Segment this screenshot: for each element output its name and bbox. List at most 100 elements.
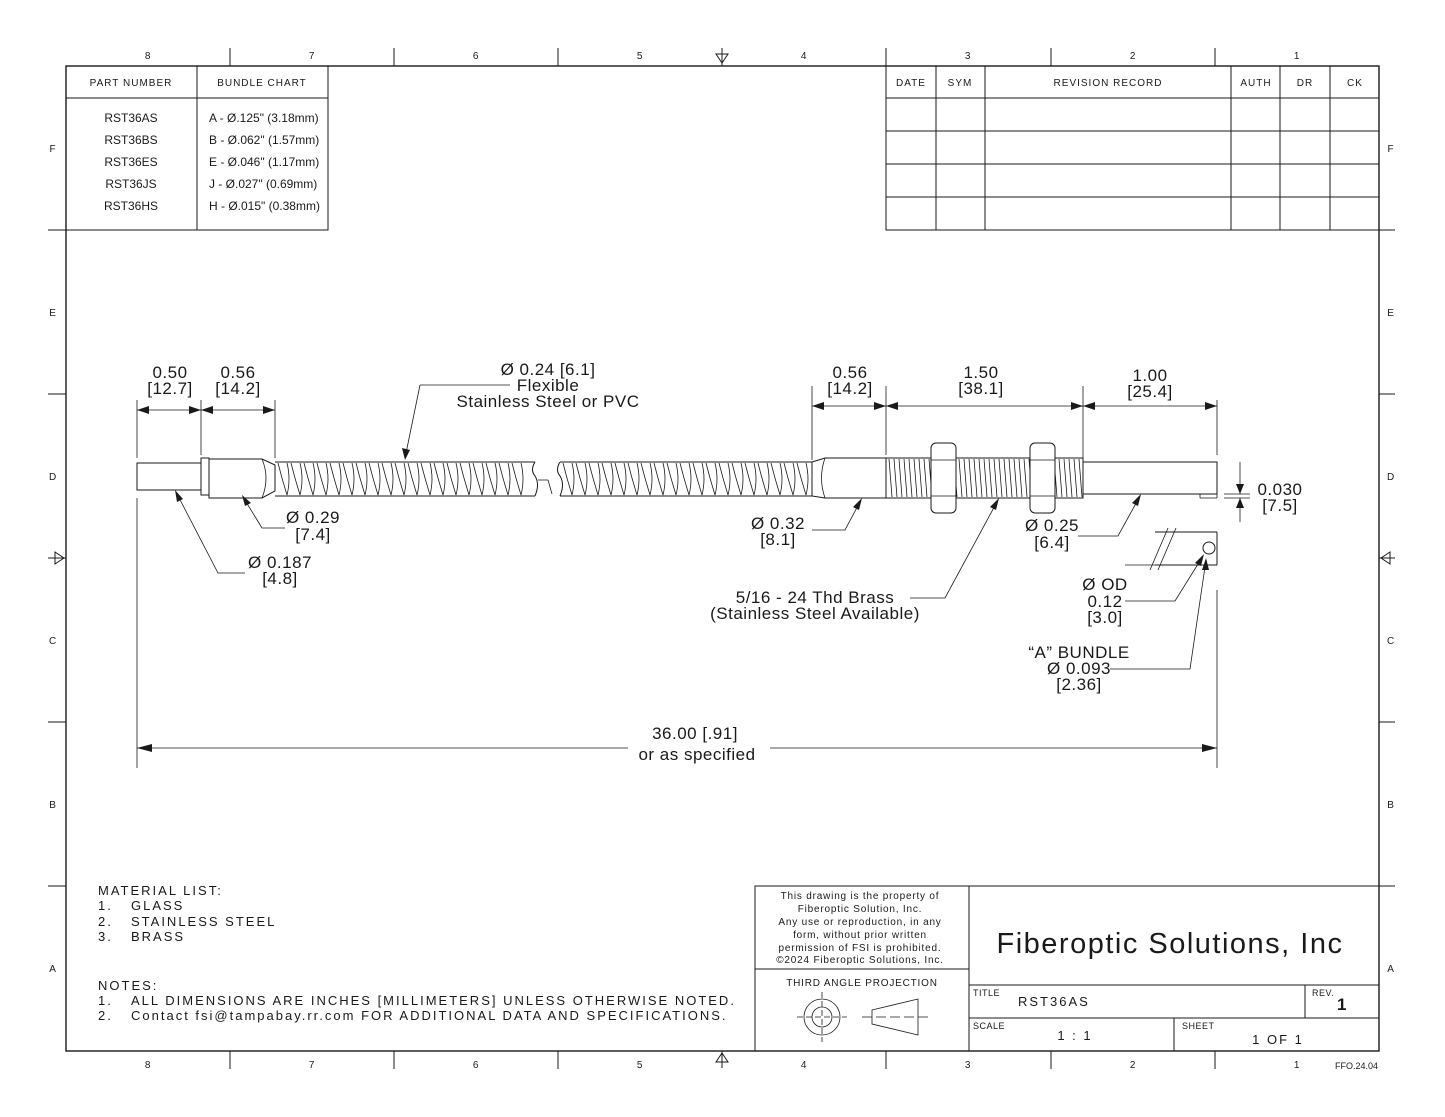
material-num: 2. xyxy=(98,914,113,929)
col-label-bottom: 2 xyxy=(1130,1060,1136,1071)
property-line: form, without prior written xyxy=(793,930,927,941)
thread-line xyxy=(973,458,978,498)
property-line: This drawing is the property of xyxy=(781,891,940,902)
thread-line xyxy=(1073,458,1078,498)
sheath-wrap xyxy=(796,462,809,496)
row-label-left: B xyxy=(49,800,56,811)
auth-header: AUTH xyxy=(1240,78,1271,89)
dim-032-mm: [8.1] xyxy=(760,530,796,549)
overall-length-note: or as specified xyxy=(638,745,755,764)
thread-line xyxy=(988,458,993,498)
thread-line xyxy=(908,458,913,498)
border-frame xyxy=(48,48,1395,1069)
ferrule-collar xyxy=(200,457,210,496)
col-label-bottom: 4 xyxy=(801,1060,807,1071)
property-line: permission of FSI is prohibited. xyxy=(779,943,942,954)
part-number-cell: RST36HS xyxy=(104,199,158,213)
material-item: STAINLESS STEEL xyxy=(131,914,276,929)
thread-line xyxy=(958,458,963,498)
drawing-title: RST36AS xyxy=(1018,994,1090,1009)
dimension-lines xyxy=(136,384,1250,768)
sheath-wrap xyxy=(485,462,498,496)
sheath-wrap xyxy=(653,462,666,496)
revision-record-header: REVISION RECORD xyxy=(1054,78,1163,89)
bundle-label: “A” BUNDLE xyxy=(1028,643,1129,662)
dim-100-mm: [25.4] xyxy=(1127,382,1173,401)
thread-line xyxy=(1078,458,1083,498)
part-number-header: PART NUMBER xyxy=(90,78,173,89)
note-item: Contact fsi@tampabay.rr.com FOR ADDITION… xyxy=(131,1008,728,1023)
sheath-wrap xyxy=(718,462,731,496)
projection-label: THIRD ANGLE PROJECTION xyxy=(786,978,938,989)
sheath-wrap xyxy=(770,462,783,496)
sheath-wrap xyxy=(329,462,342,496)
col-label-top: 1 xyxy=(1294,51,1300,62)
col-label-top: 5 xyxy=(637,51,643,62)
sheath-wrap xyxy=(679,462,692,496)
col-label-bottom: 3 xyxy=(965,1060,971,1071)
sheath-wrap xyxy=(316,462,329,496)
thread-line xyxy=(983,458,988,498)
dim-029: Ø 0.29 xyxy=(286,508,340,527)
od-value: 0.12 xyxy=(1087,592,1122,611)
sheath-wrap xyxy=(666,462,679,496)
dim-050-mm: [12.7] xyxy=(147,379,193,398)
dim-050: 0.50 xyxy=(152,363,187,382)
sheath-wrap xyxy=(692,462,705,496)
od-value-mm: [3.0] xyxy=(1087,608,1123,627)
col-label-top: 6 xyxy=(473,51,479,62)
dim-056-left: 0.56 xyxy=(220,363,255,382)
col-label-bottom: 7 xyxy=(309,1060,315,1071)
company-name: Fiberoptic Solutions, Inc xyxy=(997,928,1344,960)
dim-056-left-mm: [14.2] xyxy=(215,379,261,398)
col-label-bottom: 6 xyxy=(473,1060,479,1071)
scale-value: 1 : 1 xyxy=(1057,1028,1092,1043)
row-label-right: E xyxy=(1387,308,1394,319)
center-mark-top xyxy=(715,48,729,66)
flex-sheath-label: Flexible xyxy=(517,376,580,395)
fiber-optic-assembly xyxy=(136,442,1218,571)
dim-150-mm: [38.1] xyxy=(958,379,1004,398)
thread-line xyxy=(913,458,918,498)
property-notice: This drawing is the property of Fiberopt… xyxy=(776,891,944,989)
notes: NOTES: 1. ALL DIMENSIONS ARE INCHES [MIL… xyxy=(98,978,734,1023)
bundle-chart-header: BUNDLE CHART xyxy=(217,78,307,89)
material-list-title: MATERIAL LIST: xyxy=(98,883,223,898)
dim-029-mm: [7.4] xyxy=(295,525,331,544)
sheath-wrap xyxy=(731,462,744,496)
dim-150: 1.50 xyxy=(963,363,998,382)
col-label-top: 7 xyxy=(309,51,315,62)
sheath-wrap xyxy=(588,462,601,496)
sheath-wrap xyxy=(303,462,316,496)
sheath-wrap xyxy=(277,462,290,496)
thread-line xyxy=(893,458,898,498)
property-line: Fiberoptic Solution, Inc. xyxy=(798,904,923,915)
flex-sheath-dia: Ø 0.24 [6.1] xyxy=(501,360,596,379)
thread-line xyxy=(903,458,908,498)
thread-line xyxy=(993,458,998,498)
part-number-cell: RST36AS xyxy=(104,111,157,125)
rev-label: REV. xyxy=(1312,988,1334,998)
row-label-left: F xyxy=(50,144,57,155)
row-label-left: D xyxy=(49,472,57,483)
sheath-wrap xyxy=(290,462,303,496)
thread-line xyxy=(1008,458,1013,498)
thread-spec: 5/16 - 24 Thd Brass xyxy=(736,588,895,607)
sheath-wrap xyxy=(394,462,407,496)
thread-line xyxy=(1023,458,1028,498)
sheath-wrap xyxy=(614,462,627,496)
property-line: Any use or reproduction, in any xyxy=(778,917,941,928)
col-label-top: 4 xyxy=(801,51,807,62)
thread-line xyxy=(918,458,923,498)
thread-line xyxy=(968,458,973,498)
dim-056-right-mm: [14.2] xyxy=(827,379,873,398)
center-mark-left xyxy=(48,551,66,565)
part-number-cell: RST36ES xyxy=(104,155,157,169)
sheath-wrap xyxy=(446,462,459,496)
sheet-label: SHEET xyxy=(1182,1021,1215,1031)
od-label: Ø OD xyxy=(1082,575,1127,594)
property-line: ©2024 Fiberoptic Solutions, Inc. xyxy=(776,955,944,966)
title-block: This drawing is the property of Fiberopt… xyxy=(754,885,1380,1052)
title-label: TITLE xyxy=(973,988,1000,998)
sheath-wrap xyxy=(433,462,446,496)
